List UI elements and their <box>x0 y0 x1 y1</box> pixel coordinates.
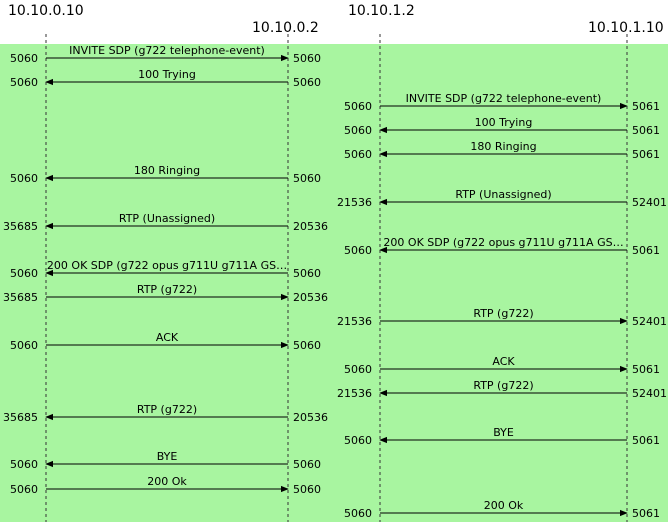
source-port: 5060 <box>10 339 38 352</box>
message-row: BYE 5060 5061 <box>344 426 660 447</box>
message-row: RTP (Unassigned) 21536 52401 <box>337 188 667 209</box>
source-port: 5060 <box>10 52 38 65</box>
message-row: INVITE SDP (g722 telephone-event) 5060 506… <box>344 92 660 113</box>
message-row: RTP (g722) 35685 20536 <box>3 283 328 304</box>
destination-port: 52401 <box>632 196 667 209</box>
source-port: 5060 <box>10 267 38 280</box>
message-row: 200 Ok 5060 5060 <box>10 475 321 496</box>
source-port: 21536 <box>337 196 372 209</box>
message-label: BYE <box>493 426 514 439</box>
message-row: 100 Trying 5060 5061 <box>344 116 660 137</box>
source-port: 5060 <box>344 434 372 447</box>
host-address-right-inner: 10.10.1.2 <box>348 3 415 19</box>
message-label: RTP (Unassigned) <box>119 212 215 225</box>
message-label: 200 Ok <box>147 475 187 488</box>
source-port: 35685 <box>3 220 38 233</box>
host-address-right-outer: 10.10.1.10 <box>588 20 664 36</box>
host-address-left-outer: 10.10.0.10 <box>8 3 84 19</box>
destination-port: 5061 <box>632 100 660 113</box>
destination-port: 5061 <box>632 148 660 161</box>
destination-port: 5061 <box>632 124 660 137</box>
destination-port: 20536 <box>293 220 328 233</box>
destination-port: 52401 <box>632 387 667 400</box>
message-row: RTP (Unassigned) 35685 20536 <box>3 212 328 233</box>
source-port: 5060 <box>10 483 38 496</box>
message-row: ACK 5060 5061 <box>344 355 660 376</box>
source-port: 5060 <box>10 458 38 471</box>
message-list: INVITE SDP (g722 telephone-event) 5060 506… <box>3 44 667 520</box>
message-row: 100 Trying 5060 5060 <box>10 68 321 89</box>
message-row: 200 OK SDP (g722 opus g711U g711A GS… 506… <box>344 236 660 257</box>
message-label: ACK <box>492 355 515 368</box>
destination-port: 5060 <box>293 52 321 65</box>
source-port: 5060 <box>10 172 38 185</box>
source-port: 5060 <box>344 244 372 257</box>
source-port: 5060 <box>344 124 372 137</box>
flow-background-left <box>0 44 334 522</box>
destination-port: 5061 <box>632 244 660 257</box>
destination-port: 5060 <box>293 458 321 471</box>
destination-port: 5061 <box>632 363 660 376</box>
destination-port: 20536 <box>293 411 328 424</box>
message-row: 180 Ringing 5060 5061 <box>344 140 660 161</box>
message-row: RTP (g722) 21536 52401 <box>337 307 667 328</box>
message-label: ACK <box>156 331 179 344</box>
source-port: 5060 <box>10 76 38 89</box>
message-row: ACK 5060 5060 <box>10 331 321 352</box>
source-port: 21536 <box>337 387 372 400</box>
destination-port: 5060 <box>293 339 321 352</box>
source-port: 5060 <box>344 100 372 113</box>
message-label: RTP (g722) <box>137 403 197 416</box>
message-label: RTP (Unassigned) <box>455 188 551 201</box>
message-label: 180 Ringing <box>470 140 536 153</box>
message-row: BYE 5060 5060 <box>10 450 321 471</box>
message-label: 100 Trying <box>138 68 196 81</box>
destination-port: 5061 <box>632 434 660 447</box>
destination-port: 52401 <box>632 315 667 328</box>
host-address-left-inner: 10.10.0.2 <box>252 20 319 36</box>
destination-port: 20536 <box>293 291 328 304</box>
message-label: RTP (g722) <box>473 379 533 392</box>
destination-port: 5060 <box>293 76 321 89</box>
message-row: 180 Ringing 5060 5060 <box>10 164 321 185</box>
flow-background-right <box>334 44 668 522</box>
message-row: 200 Ok 5060 5061 <box>344 499 660 520</box>
destination-port: 5061 <box>632 507 660 520</box>
message-label: 100 Trying <box>475 116 533 129</box>
destination-port: 5060 <box>293 172 321 185</box>
message-row: RTP (g722) 35685 20536 <box>3 403 328 424</box>
message-label: 200 OK SDP (g722 opus g711U g711A GS… <box>47 259 287 272</box>
source-port: 5060 <box>344 507 372 520</box>
source-port: 21536 <box>337 315 372 328</box>
message-row: RTP (g722) 21536 52401 <box>337 379 667 400</box>
message-label: 180 Ringing <box>134 164 200 177</box>
destination-port: 5060 <box>293 483 321 496</box>
message-label: BYE <box>157 450 178 463</box>
destination-port: 5060 <box>293 267 321 280</box>
source-port: 5060 <box>344 148 372 161</box>
message-label: INVITE SDP (g722 telephone-event) <box>406 92 602 105</box>
message-row: INVITE SDP (g722 telephone-event) 5060 506… <box>10 44 321 65</box>
message-row: 200 OK SDP (g722 opus g711U g711A GS… 506… <box>10 259 321 280</box>
message-label: 200 OK SDP (g722 opus g711U g711A GS… <box>383 236 623 249</box>
message-label: 200 Ok <box>484 499 524 512</box>
message-label: INVITE SDP (g722 telephone-event) <box>69 44 265 57</box>
source-port: 35685 <box>3 291 38 304</box>
source-port: 35685 <box>3 411 38 424</box>
message-label: RTP (g722) <box>473 307 533 320</box>
message-label: RTP (g722) <box>137 283 197 296</box>
source-port: 5060 <box>344 363 372 376</box>
